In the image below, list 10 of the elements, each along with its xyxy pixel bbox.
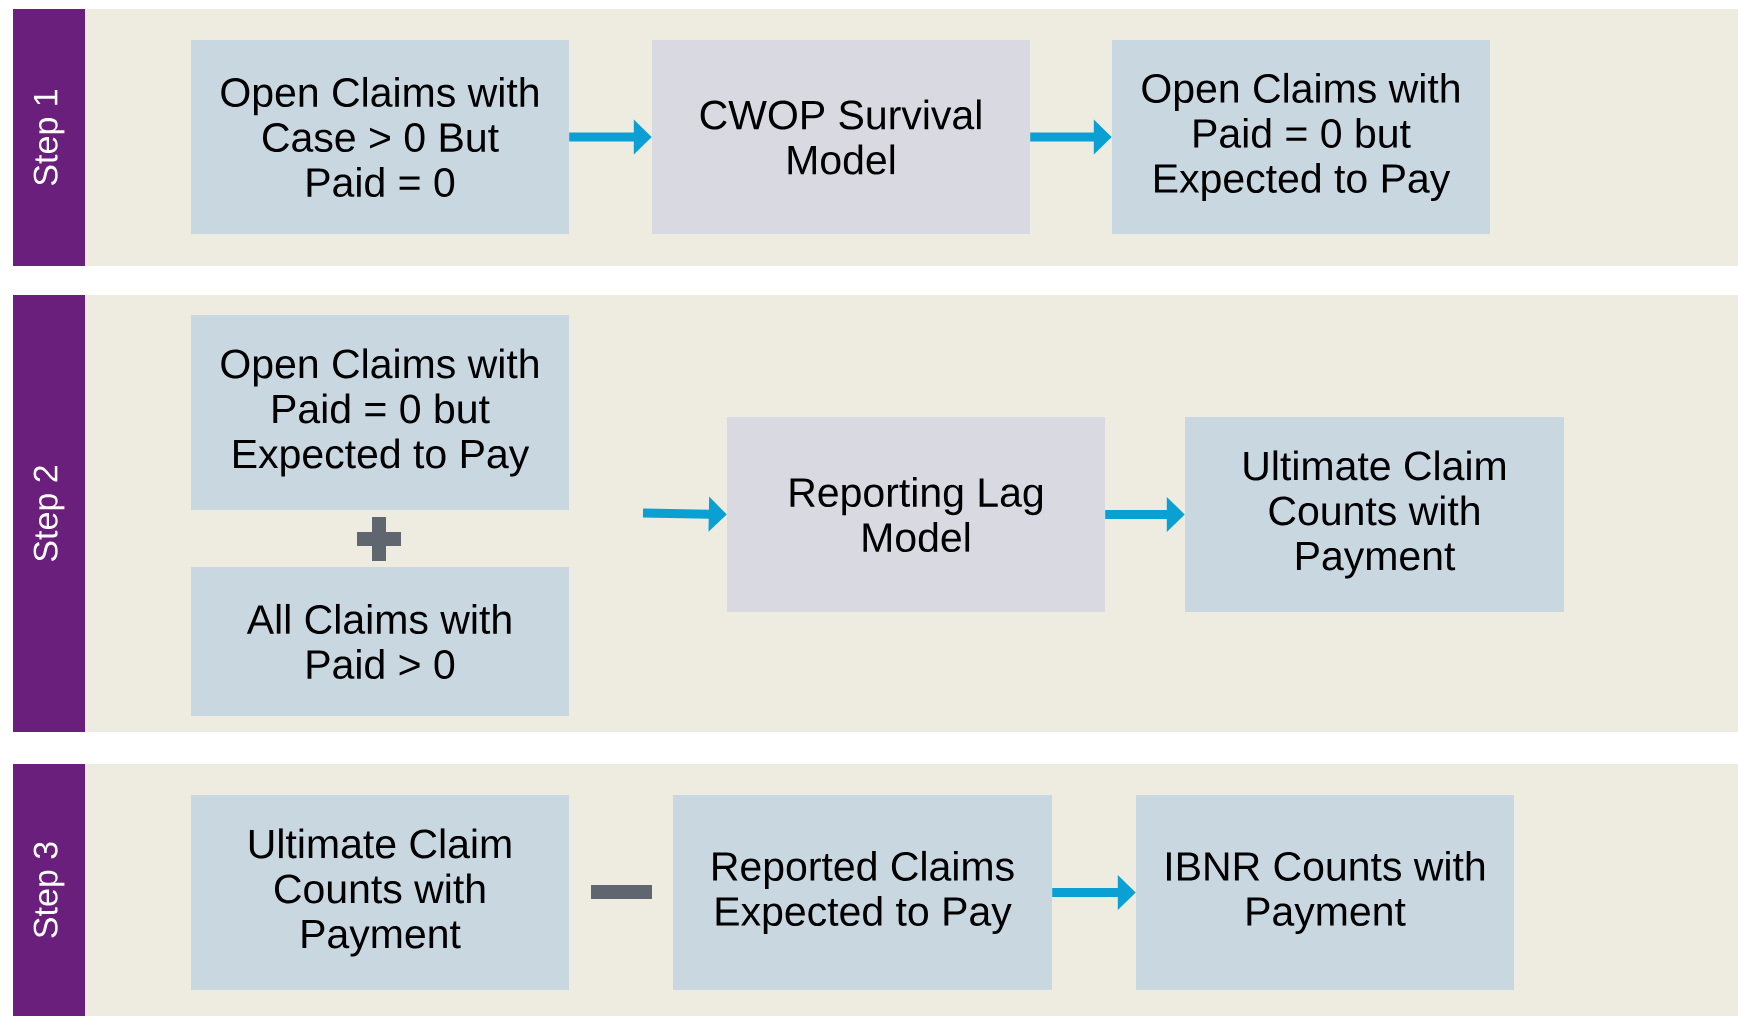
model-box: Reporting Lag Model: [727, 417, 1105, 612]
claims-box: Open Claims with Case > 0 But Paid = 0: [191, 40, 569, 234]
claims-box: Open Claims with Paid = 0 but Expected to Pay: [1112, 40, 1490, 234]
claims-box: Open Claims with Paid = 0 but Expected to Pay: [191, 315, 569, 510]
claims-box: Reported Claims Expected to Pay: [673, 795, 1052, 990]
claims-box: Ultimate Claim Counts with Payment: [1185, 417, 1564, 612]
claims-box: IBNR Counts with Payment: [1136, 795, 1514, 990]
claims-box: All Claims with Paid > 0: [191, 567, 569, 716]
model-box: CWOP Survival Model: [652, 40, 1030, 234]
claims-box: Ultimate Claim Counts with Payment: [191, 795, 569, 990]
